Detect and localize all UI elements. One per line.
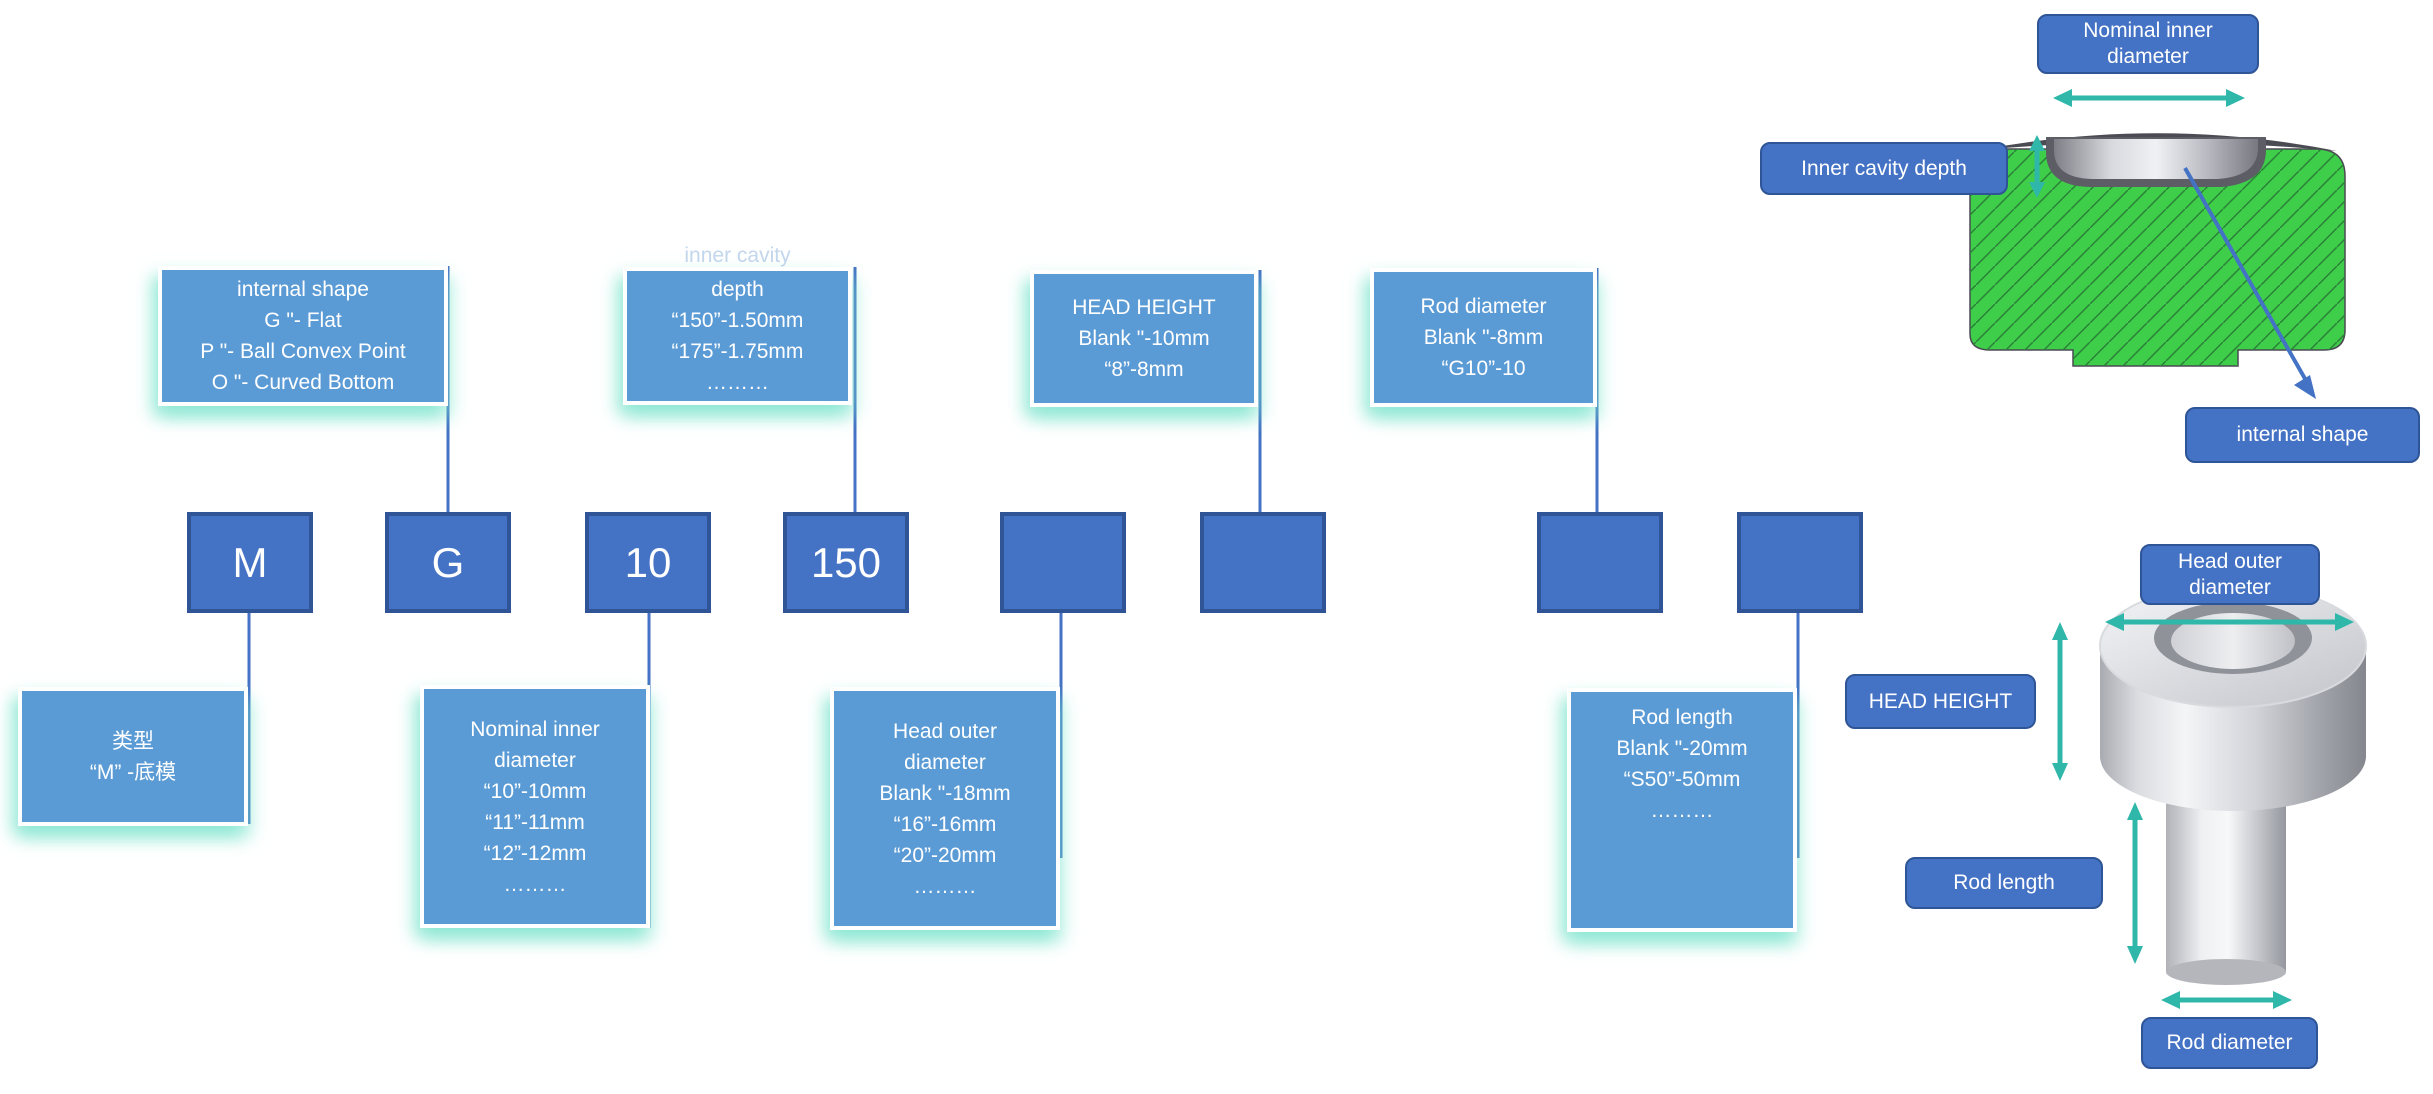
callout-inner-cavity-depth: depth “150”-1.50mm “175”-1.75mm ……… [623,267,852,405]
callout-internal-shape-text: internal shape G "- Flat P "- Ball Conve… [200,278,406,394]
die-cavity [2054,139,2258,179]
callout-internal-shape: internal shape G "- Flat P "- Ball Conve… [158,266,448,406]
code-box-rod-length [1737,512,1863,613]
tag-inner-cavity-depth-text: Inner cavity depth [1801,156,1967,180]
die-hatching [1970,149,2345,366]
callout-rod-length-text: Rod length Blank "-20mm “S50”-50mm ……… [1616,706,1748,822]
nominal-inner-diameter-arrow [2053,89,2245,107]
code-box-head-outer-diameter [1000,512,1126,613]
punch-rod-bottom [2166,959,2286,985]
tag-inner-cavity-depth: Inner cavity depth [1760,142,2008,195]
callout-head-outer-diameter: Head outer diameter Blank "-18mm “16”-16… [830,687,1060,930]
internal-shape-pointer-arrow [2183,167,2316,399]
tag-head-height-text: HEAD HEIGHT [1868,689,2013,713]
tag-rod-diameter-text: Rod diameter [2166,1031,2293,1054]
inner-cavity-depth-arrow [2029,135,2045,198]
punch-head-dish [2171,613,2295,669]
callout-type: 类型 “M” -底模 [18,687,248,826]
callout-head-height: HEAD HEIGHT Blank "-10mm “8”-8mm [1030,270,1258,407]
callout-inner-cavity-depth-text: depth “150”-1.50mm “175”-1.75mm ……… [671,278,804,394]
rod-diameter-arrow [2161,991,2292,1009]
punch-part-illustration [2052,584,2367,1009]
die-cross-section-illustration [1969,89,2346,399]
callout-rod-length: Rod length Blank "-20mm “S50”-50mm ……… [1567,688,1797,932]
head-height-arrow [2052,622,2068,781]
rod-length-arrow [2127,802,2143,964]
callout-rod-diameter: Rod diameter Blank "-8mm “G10”-10 [1370,268,1597,407]
callout-nominal-inner-diameter: Nominal inner diameter “10”-10mm “11”-11… [420,685,650,928]
code-box-head-height [1200,512,1326,613]
code-box-type-label: M [232,538,268,586]
code-box-internal-shape: G [385,512,511,613]
callout-rod-diameter-text: Rod diameter Blank "-8mm “G10”-10 [1420,295,1547,380]
code-box-rod-diameter [1537,512,1663,613]
tag-internal-shape-text: internal shape [2236,423,2369,446]
tag-nominal-inner-diameter-text: Nominal inner diameter [2083,19,2213,68]
code-box-inner-cavity-depth: 150 [783,512,909,613]
callout-nominal-inner-diameter-text: Nominal inner diameter “10”-10mm “11”-11… [470,717,600,896]
code-box-internal-shape-label: G [431,538,465,586]
tag-rod-length-text: Rod length [1953,871,2055,894]
code-box-nominal-inner-diameter: 10 [585,512,711,613]
tag-head-outer-diameter-text: Head outer diameter [2178,549,2282,599]
tag-rod-diameter: Rod diameter [2141,1017,2318,1069]
tag-rod-length: Rod length [1905,857,2103,909]
tag-nominal-inner-diameter: Nominal inner diameter [2037,14,2259,74]
code-box-inner-cavity-depth-label: 150 [810,538,882,586]
head-outer-diameter-arrow [2105,613,2354,631]
tag-head-outer-diameter: Head outer diameter [2140,544,2320,605]
tag-internal-shape: internal shape [2185,407,2420,463]
ghost-text-inner-cavity: inner cavity [684,244,791,267]
callout-head-height-text: HEAD HEIGHT Blank "-10mm “8”-8mm [1072,296,1216,381]
code-box-nominal-inner-diameter-label: 10 [624,538,672,586]
tag-head-height: HEAD HEIGHT [1845,674,2036,729]
callout-type-text: 类型 “M” -底模 [89,729,177,784]
callout-head-outer-diameter-text: Head outer diameter Blank "-18mm “16”-16… [879,719,1011,898]
code-box-type: M [187,512,313,613]
